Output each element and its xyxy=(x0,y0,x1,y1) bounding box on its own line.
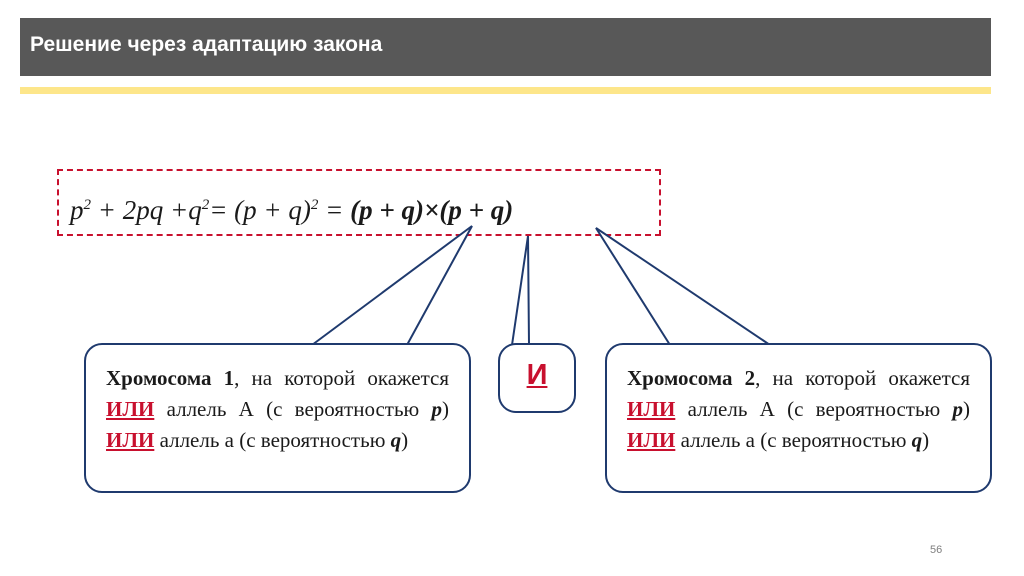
or-label: ИЛИ xyxy=(106,428,155,452)
or-label: ИЛИ xyxy=(627,428,676,452)
callout-chromosome-1: Хромосома 1, на которой окажется ИЛИ алл… xyxy=(84,343,471,493)
formula-product: (p + q)×(p + q) xyxy=(350,195,514,225)
page-number: 56 xyxy=(930,544,943,556)
text-seg: аллель А (с вероятностью xyxy=(675,397,953,421)
text-seg: , на которой окажется xyxy=(755,366,970,390)
text-seg: аллель а (с вероятностью xyxy=(154,428,391,452)
formula-square-sum: = (p + q) xyxy=(209,195,311,225)
or-label: ИЛИ xyxy=(106,397,155,421)
formula-exp-1: 2 xyxy=(83,197,92,213)
slide-title: Решение через адаптацию закона xyxy=(30,33,383,56)
title-bar: Решение через адаптацию закона xyxy=(20,18,991,76)
prob-q: q xyxy=(390,428,402,452)
prob-q: q xyxy=(911,428,923,452)
or-label: ИЛИ xyxy=(627,397,676,421)
formula-equals: = xyxy=(318,195,351,225)
text-seg: аллель а (с вероятностью xyxy=(675,428,912,452)
formula-p: p xyxy=(70,195,84,225)
accent-divider xyxy=(20,87,991,94)
pointer-right xyxy=(595,227,774,346)
callout-chromosome-2: Хромосома 2, на которой окажется ИЛИ алл… xyxy=(605,343,992,493)
text-seg: ) xyxy=(922,428,930,452)
prob-p: p xyxy=(431,397,443,421)
formula-exp-3: 2 xyxy=(310,197,319,213)
formula-exp-2: 2 xyxy=(201,197,210,213)
pointer-mid xyxy=(510,235,531,346)
text-seg: ) xyxy=(401,428,409,452)
callout-1-text: Хромосома 1, на которой окажется ИЛИ алл… xyxy=(106,363,449,456)
text-seg: аллель А (с вероятностью xyxy=(154,397,432,421)
formula-frame xyxy=(57,169,661,236)
and-label: И xyxy=(526,359,548,391)
prob-p: p xyxy=(952,397,964,421)
callout-2-text: Хромосома 2, на которой окажется ИЛИ алл… xyxy=(627,363,970,456)
callout-and: И xyxy=(498,343,576,413)
chromosome-2-label: Хромосома 2 xyxy=(627,366,756,390)
hardy-weinberg-formula: p2 + 2pq +q2= (p + q)2 = (p + q)×(p + q) xyxy=(70,197,513,224)
chromosome-1-label: Хромосома 1 xyxy=(106,366,235,390)
text-seg: , на которой окажется xyxy=(234,366,449,390)
text-seg: ) xyxy=(442,397,449,421)
pointer-left xyxy=(308,225,473,346)
text-seg: ) xyxy=(963,397,970,421)
formula-middle: + 2pq +q xyxy=(91,195,202,225)
